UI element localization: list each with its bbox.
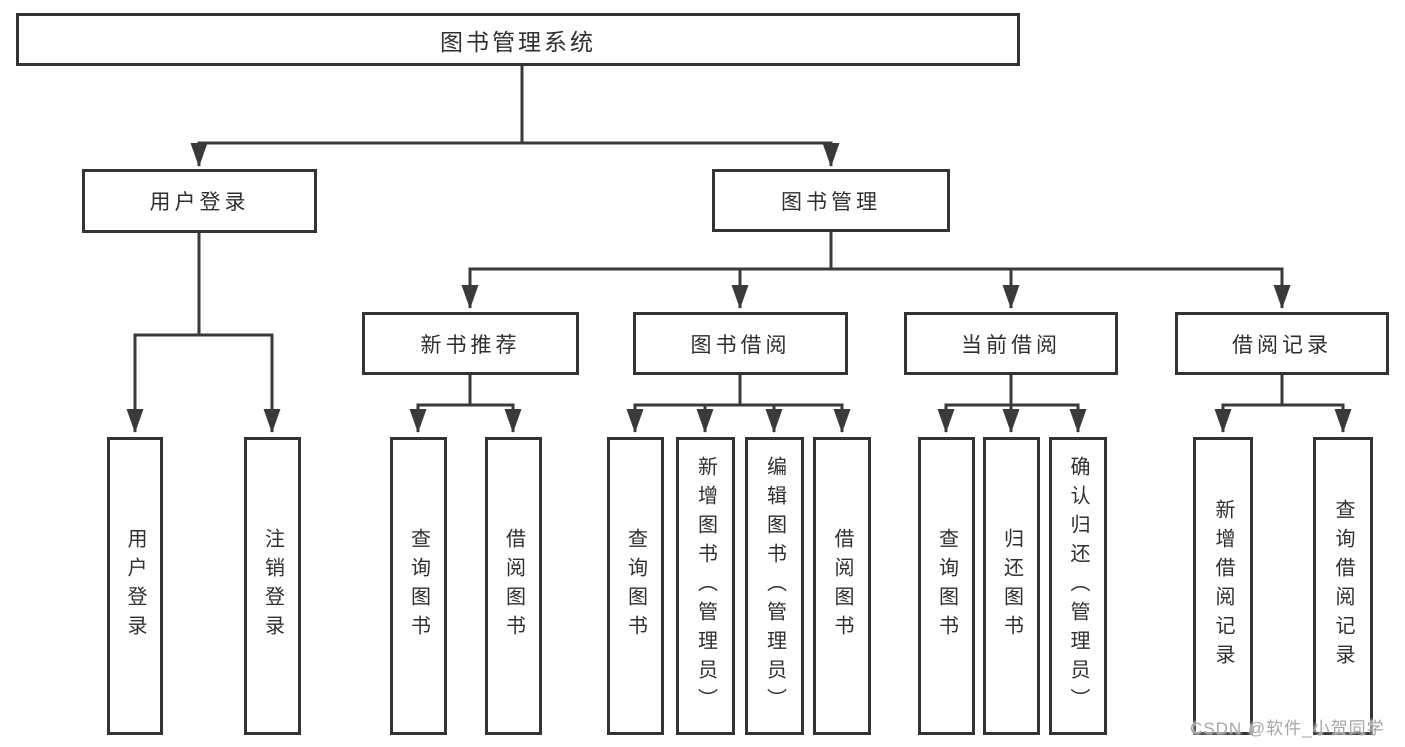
node-cb-confirm-return-admin: 确认归还（管理员） [1049,437,1107,735]
node-cb-query-books: 查询图书 [918,437,975,735]
node-cb-return-books: 归还图书 [983,437,1040,735]
node-nbr-borrow-books: 借阅图书 [485,437,542,735]
node-user-login-branch: 用户登录 [82,169,317,233]
node-bb-add-books-admin: 新增图书（管理员） [676,437,735,735]
node-br-query-record: 查询借阅记录 [1313,437,1373,735]
node-new-book-recommendation: 新书推荐 [362,312,579,375]
node-bb-edit-books-admin: 编辑图书（管理员） [745,437,804,735]
node-user-login: 用户登录 [107,437,163,735]
node-book-management-branch: 图书管理 [712,169,950,232]
node-bb-query-books: 查询图书 [607,437,664,735]
node-current-borrowing: 当前借阅 [904,312,1118,375]
csdn-watermark: CSDN @软件_小贺同学 [1190,719,1385,738]
node-logout: 注销登录 [244,437,301,735]
node-library-management-system: 图书管理系统 [16,13,1020,66]
node-book-borrowing: 图书借阅 [633,312,848,375]
node-nbr-query-books: 查询图书 [390,437,447,735]
node-borrowing-records: 借阅记录 [1175,312,1389,375]
node-bb-borrow-books: 借阅图书 [813,437,871,735]
node-br-add-record: 新增借阅记录 [1193,437,1253,735]
